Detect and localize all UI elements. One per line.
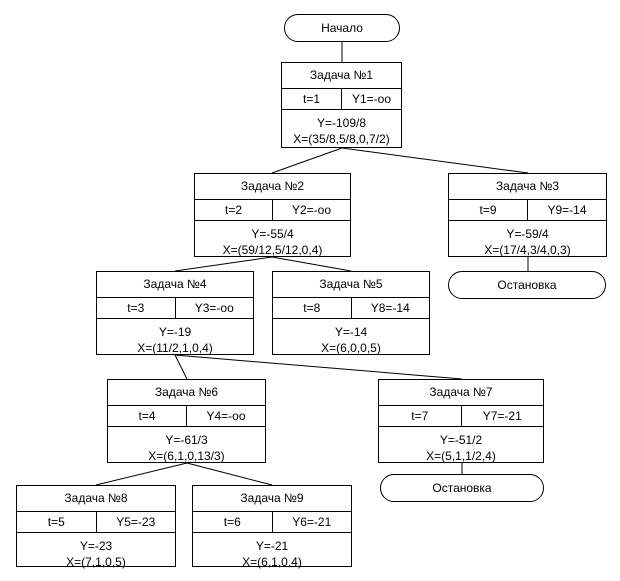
- task-title: Задача №2: [195, 174, 350, 200]
- task-y-estimate: Y1=-oo: [351, 92, 392, 106]
- task-node-5: Задача №5 t=8 Y8=-14 Y=-14 X=(6,0,0,5): [272, 271, 430, 355]
- task-params: t=6 Y6=-21: [193, 512, 351, 533]
- task-x: X=(11/2,1,0,4): [137, 341, 213, 355]
- task-title: Задача №3: [449, 174, 606, 200]
- task-node-3: Задача №3 t=9 Y9=-14 Y=-59/4 X=(17/4,3/4…: [448, 173, 607, 257]
- task-x: X=(5,1,1/2,4): [426, 449, 496, 463]
- task-x: X=(6,1,0,13/3): [148, 449, 225, 463]
- task-x: X=(7,1,0,5): [66, 555, 126, 569]
- edge-n6-n8: [95, 462, 188, 486]
- edge-n6-n9: [186, 462, 273, 486]
- task-solution: Y=-59/4 X=(17/4,3/4,0,3): [449, 221, 606, 258]
- task-title: Задача №6: [108, 380, 265, 406]
- task-node-8: Задача №8 t=5 Y5=-23 Y=-23 X=(7,1,0,5): [16, 485, 176, 570]
- edge-n4-n6: [174, 354, 188, 380]
- task-t: t=2: [195, 200, 273, 220]
- task-params: t=4 Y4=-oo: [108, 406, 265, 427]
- task-y-estimate: Y9=-14: [547, 203, 587, 217]
- edge-n2-n4: [174, 256, 273, 272]
- edge-n1-n2: [271, 147, 343, 174]
- task-y: Y=-19: [158, 325, 192, 339]
- task-params: t=8 Y8=-14: [273, 298, 429, 319]
- task-node-6: Задача №6 t=4 Y4=-oo Y=-61/3 X=(6,1,0,13…: [107, 379, 266, 463]
- edge-n1-n3: [341, 147, 529, 174]
- task-params: t=7 Y7=-21: [379, 406, 543, 427]
- task-y-estimate: Y5=-23: [116, 515, 156, 529]
- task-t: t=9: [449, 200, 528, 220]
- task-solution: Y=-51/2 X=(5,1,1/2,4): [379, 427, 543, 464]
- task-y-estimate: Y4=-oo: [206, 409, 246, 423]
- task-node-7: Задача №7 t=7 Y7=-21 Y=-51/2 X=(5,1,1/2,…: [378, 379, 544, 463]
- task-title: Задача №7: [379, 380, 543, 406]
- task-y: Y=-59/4: [506, 227, 549, 241]
- task-t: t=5: [17, 512, 97, 532]
- task-x: X=(17/4,3/4,0,3): [484, 243, 571, 257]
- task-node-1: Задача №1 t=1 Y1=-oo Y=-109/8 X=(35/8,5/…: [281, 62, 402, 148]
- task-solution: Y=-19 X=(11/2,1,0,4): [97, 319, 253, 356]
- task-params: t=1 Y1=-oo: [282, 89, 401, 110]
- task-y: Y=-55/4: [251, 227, 294, 241]
- task-params: t=3 Y3=-oo: [97, 298, 253, 319]
- task-node-2: Задача №2 t=2 Y2=-oo Y=-55/4 X=(59/12,5/…: [194, 173, 351, 257]
- task-params: t=5 Y5=-23: [17, 512, 175, 533]
- task-solution: Y=-61/3 X=(6,1,0,13/3): [108, 427, 265, 464]
- task-x: X=(59/12,5/12,0,4): [222, 243, 323, 257]
- task-y: Y=-14: [334, 325, 368, 339]
- task-y-estimate: Y2=-oo: [291, 203, 332, 217]
- task-solution: Y=-55/4 X=(59/12,5/12,0,4): [195, 221, 350, 258]
- start-terminal: Начало: [284, 14, 400, 42]
- task-node-9: Задача №9 t=6 Y6=-21 Y=-21 X=(6,1,0,4): [192, 485, 352, 570]
- task-params: t=2 Y2=-oo: [195, 200, 350, 221]
- task-t: t=8: [273, 298, 352, 318]
- task-node-4: Задача №4 t=3 Y3=-oo Y=-19 X=(11/2,1,0,4…: [96, 271, 254, 355]
- task-params: t=9 Y9=-14: [449, 200, 606, 221]
- task-title: Задача №8: [17, 486, 175, 512]
- task-y-estimate: Y7=-21: [482, 409, 522, 423]
- task-title: Задача №9: [193, 486, 351, 512]
- task-x: X=(6,1,0,4): [242, 555, 302, 569]
- task-y: Y=-61/3: [165, 433, 208, 447]
- task-y: Y=-21: [255, 539, 289, 553]
- task-x: X=(6,0,0,5): [321, 341, 381, 355]
- task-y-estimate: Y3=-oo: [194, 301, 234, 315]
- task-t: t=1: [282, 89, 342, 109]
- task-solution: Y=-23 X=(7,1,0,5): [17, 533, 175, 570]
- task-t: t=4: [108, 406, 187, 426]
- task-t: t=3: [97, 298, 176, 318]
- task-title: Задача №5: [273, 272, 429, 298]
- stop-terminal-1: Остановка: [448, 271, 606, 299]
- task-t: t=7: [379, 406, 462, 426]
- edge-n2-n5: [271, 256, 352, 272]
- task-solution: Y=-109/8 X=(35/8,5/8,0,7/2): [282, 110, 401, 147]
- task-t: t=6: [193, 512, 273, 532]
- task-solution: Y=-14 X=(6,0,0,5): [273, 319, 429, 356]
- task-y: Y=-51/2: [439, 433, 483, 447]
- task-y: Y=-109/8: [316, 116, 367, 130]
- task-y-estimate: Y6=-21: [292, 515, 332, 529]
- task-title: Задача №4: [97, 272, 253, 298]
- edge-n4-n7: [174, 354, 463, 380]
- task-title: Задача №1: [282, 63, 401, 89]
- stop-terminal-2: Остановка: [380, 474, 544, 502]
- task-y: Y=-23: [79, 539, 113, 553]
- task-y-estimate: Y8=-14: [370, 301, 410, 315]
- task-solution: Y=-21 X=(6,1,0,4): [193, 533, 351, 570]
- task-x: X=(35/8,5/8,0,7/2): [293, 132, 390, 146]
